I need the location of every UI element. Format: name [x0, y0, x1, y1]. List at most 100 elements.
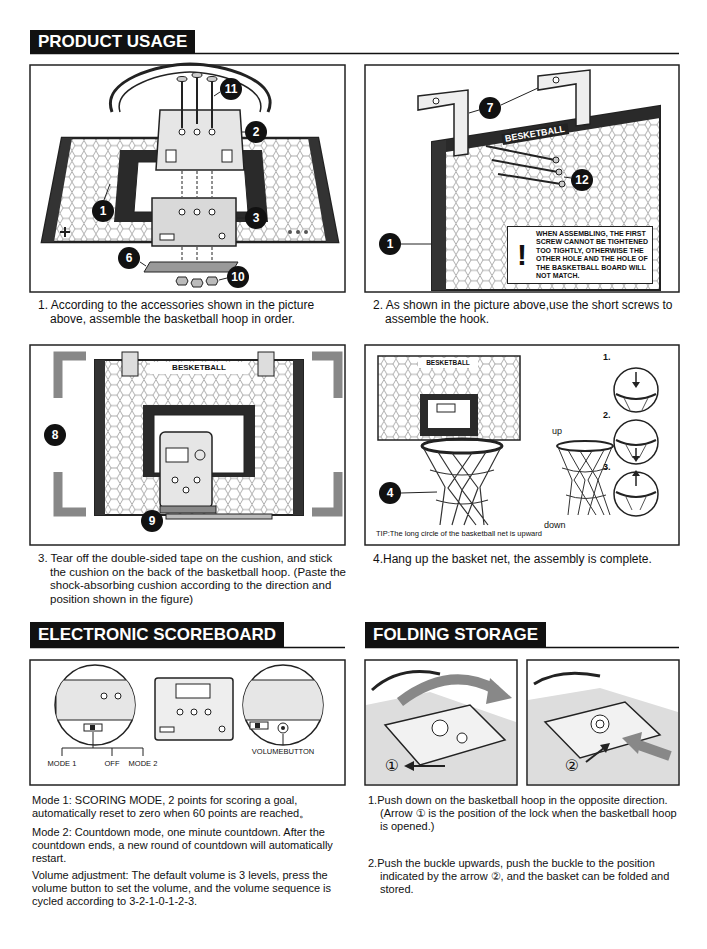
- cushion-drawing: [312, 472, 338, 512]
- net-drawing: [437, 404, 455, 412]
- switch-position: MODE 1: [48, 760, 77, 769]
- folding-drawing: [366, 692, 516, 784]
- net-drawing: [616, 394, 656, 399]
- scoreboard-drawing: [160, 727, 174, 732]
- cushion-drawing: [58, 352, 338, 519]
- section-heading: ELECTRONIC SCOREBOARD: [30, 622, 284, 648]
- hoop-assembly-drawing: [156, 110, 244, 170]
- folding-drawing: [457, 733, 467, 743]
- hoop-assembly-drawing: [207, 77, 217, 82]
- scoreboard-drawing: [56, 680, 140, 720]
- scoreboard-drawing: [90, 725, 95, 730]
- net-drawing: [616, 394, 656, 497]
- hook-assembly-drawing: [401, 244, 431, 245]
- net-drawing: [616, 440, 656, 445]
- net-drawing: [614, 368, 658, 412]
- hook-assembly-drawing: [553, 77, 559, 83]
- switch-position: OFF: [105, 760, 120, 769]
- hoop-assembly-drawing: [182, 171, 183, 197]
- hoop-assembly-drawing: [196, 76, 198, 124]
- hoop-assembly-drawing: [194, 129, 200, 135]
- cushion-drawing: [58, 472, 86, 512]
- scoreboard-drawing: [191, 709, 197, 715]
- net-drawing: [632, 382, 640, 476]
- net-drawing: [424, 449, 500, 525]
- hoop-assembly-drawing: [140, 262, 146, 266]
- cushion-drawing: [293, 360, 303, 515]
- panel-frame: [365, 660, 517, 785]
- scoreboard-drawing: [281, 726, 285, 730]
- hoop-assembly-drawing: [237, 218, 245, 219]
- panel-frame: [30, 345, 345, 545]
- callout-number: 12: [571, 169, 593, 191]
- step-caption: 1. According to the accessories shown in…: [38, 298, 343, 326]
- scoreboard-drawing: [143, 748, 144, 756]
- folding-drawing: [591, 715, 609, 733]
- folding-drawing: [528, 688, 678, 784]
- scoreboard-drawing: [62, 748, 63, 756]
- callout-text: 8: [52, 429, 59, 441]
- folding-drawing: [534, 673, 600, 684]
- section-heading: PRODUCT USAGE: [30, 30, 195, 54]
- callout-number: 7: [479, 97, 501, 119]
- hook-assembly-drawing: [418, 90, 468, 156]
- net-drawing: [420, 394, 478, 436]
- hoop-assembly-drawing: [191, 279, 203, 287]
- folding-drawing: [622, 732, 642, 754]
- mode-description: Volume adjustment: The default volume is…: [32, 869, 350, 908]
- net-drawing: [401, 492, 437, 493]
- cushion-drawing: [150, 362, 248, 374]
- callout-text: 4: [387, 487, 394, 499]
- hoop-assembly-drawing: [166, 150, 176, 162]
- hook-assembly-drawing: [401, 88, 571, 244]
- hoop-assembly-drawing: [296, 230, 300, 234]
- hoop-assembly-drawing: [42, 64, 338, 287]
- panel-frame: [365, 65, 679, 292]
- hoop-assembly-drawing: [212, 247, 213, 261]
- cushion-drawing: [122, 352, 138, 376]
- hook-assembly-drawing: [559, 181, 565, 187]
- cushion-drawing: [172, 477, 178, 483]
- scoreboard-drawing: [283, 734, 284, 745]
- hoop-assembly-drawing: [60, 227, 70, 237]
- hoop-assembly-drawing: [176, 277, 188, 285]
- button-label: VOLUMEBUTTON: [252, 748, 314, 757]
- callout-number: 4: [379, 482, 401, 504]
- hoop-assembly-drawing: [219, 233, 225, 239]
- hoop-assembly-drawing: [206, 277, 218, 285]
- hook-assembly-drawing: [401, 70, 660, 290]
- step-caption: 2. As shown in the picture above,use the…: [373, 298, 678, 326]
- hoop-assembly-drawing: [209, 209, 215, 215]
- hook-assembly-drawing: [433, 98, 439, 104]
- section-heading: FOLDING STORAGE: [365, 622, 546, 648]
- cushion-drawing: [172, 477, 200, 493]
- hook-assembly-drawing: [492, 160, 558, 172]
- callout-text: 7: [487, 102, 494, 114]
- scoreboard-drawing: [278, 723, 288, 733]
- warning-symbol: !: [512, 240, 532, 270]
- step-caption: 1.Push down on the basketball hoop in th…: [368, 794, 678, 833]
- hoop-assembly-drawing: [197, 171, 198, 197]
- cushion-drawing: [95, 360, 303, 515]
- hoop-assembly-drawing: [209, 129, 215, 135]
- panel-frame: [365, 345, 679, 545]
- callout-number: 1: [92, 200, 114, 222]
- hook-assembly-drawing: [446, 106, 660, 152]
- net-drawing: [632, 456, 640, 462]
- step-caption: 2.Push the buckle upwards, push the buck…: [368, 857, 678, 896]
- scoreboard-drawing: [240, 680, 326, 720]
- hook-assembly-drawing: [553, 157, 565, 187]
- scoreboard-drawing: [160, 709, 225, 732]
- folding-drawing: [432, 720, 448, 736]
- heading-text: FOLDING STORAGE: [373, 625, 538, 644]
- step-number: 1.: [603, 352, 611, 363]
- panel-frame: [30, 660, 345, 785]
- scoreboard-drawing: [250, 722, 268, 729]
- hoop-assembly-drawing: [177, 73, 217, 82]
- cushion-drawing: [166, 514, 272, 519]
- hoop-assembly-drawing: [182, 76, 212, 128]
- net-drawing: [428, 400, 470, 428]
- net-drawing: [614, 420, 658, 464]
- arrow-number: ①: [385, 757, 399, 776]
